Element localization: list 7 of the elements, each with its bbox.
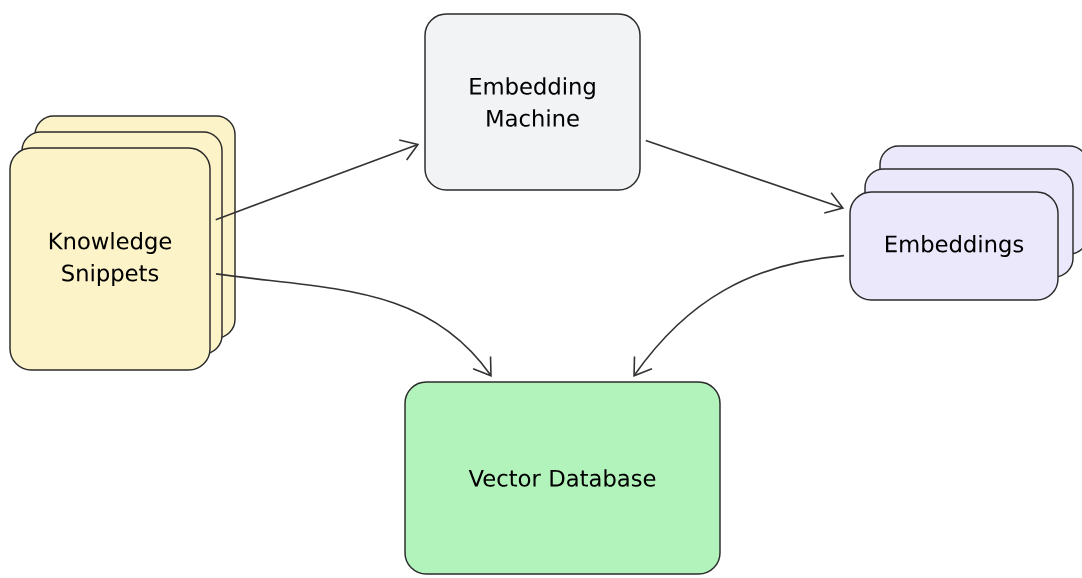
- process-box: Embedding Machine: [424, 13, 641, 191]
- arrow: [215, 273, 492, 377]
- database-box: Vector Database: [404, 381, 721, 575]
- arrow: [645, 139, 845, 214]
- stacked-cards: Knowledge Snippets: [9, 115, 236, 371]
- arrow: [633, 254, 845, 377]
- stacked-cards: Embeddings: [849, 145, 1082, 301]
